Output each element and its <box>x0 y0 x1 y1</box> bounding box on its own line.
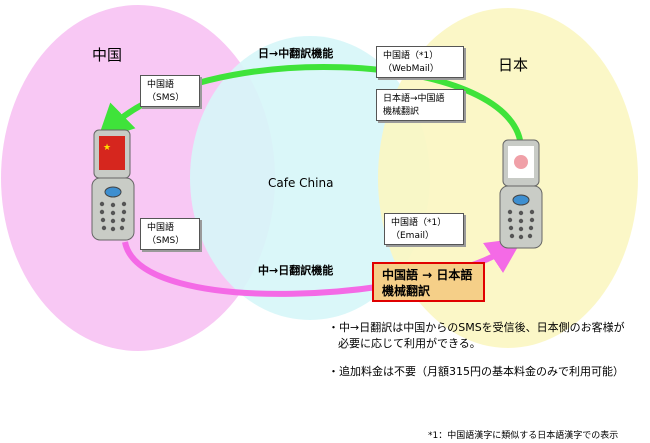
svg-text:★: ★ <box>103 143 111 153</box>
top-japan-box1-line1: 中国語（*1） <box>383 51 439 61</box>
china-phone-icon: ★ <box>91 129 135 241</box>
note-bullet1-line1: ・中→日翻訳は中国からのSMSを受信後、日本側のお客様が <box>328 321 625 334</box>
top-china-box-line2: （SMS） <box>147 93 185 103</box>
footnote: *1：中国語漢字に類似する日本語漢字での表示 <box>428 431 619 441</box>
top-japan-message-box: 中国語（*1） （WebMail） <box>376 46 464 78</box>
top-japan-box2-line1: 日本語→中国語 <box>383 94 445 104</box>
bottom-japan-box-line1: 中国語（*1） <box>391 218 447 228</box>
highlight-translation-box: 中国語 → 日本語 機械翻訳 <box>372 262 485 302</box>
top-japan-box2-line2: 機械翻訳 <box>383 107 420 117</box>
bottom-japan-message-box: 中国語（*1） （Email） <box>384 213 464 245</box>
highlight-box-line2: 機械翻訳 <box>382 284 431 298</box>
note-bullet1-line2: 必要に応じて利用ができる。 <box>338 337 481 350</box>
center-region-label: Cafe China <box>268 176 334 190</box>
top-china-box-line1: 中国語 <box>147 80 175 90</box>
top-japan-translation-box: 日本語→中国語 機械翻訳 <box>376 89 464 121</box>
note-bullet2: ・追加料金は不要（月額315円の基本料金のみで利用可能） <box>328 365 624 378</box>
top-china-message-box: 中国語 （SMS） <box>140 75 200 107</box>
bottom-china-box-line2: （SMS） <box>147 236 185 246</box>
china-region-circle <box>1 5 275 351</box>
bottom-china-box-line1: 中国語 <box>147 223 175 233</box>
japan-region-label: 日本 <box>498 56 529 74</box>
center-region-circle <box>190 36 430 320</box>
bottom-function-label: 中→日翻訳機能 <box>258 264 334 277</box>
bottom-china-message-box: 中国語 （SMS） <box>140 218 200 250</box>
china-region-label: 中国 <box>92 46 123 64</box>
highlight-box-line1: 中国語 → 日本語 <box>382 268 473 282</box>
bottom-japan-box-line2: （Email） <box>391 231 434 241</box>
japan-phone-icon <box>499 139 543 249</box>
top-japan-box1-line2: （WebMail） <box>383 64 439 74</box>
notes-block: ・中→日翻訳は中国からのSMSを受信後、日本側のお客様が 必要に応じて利用ができ… <box>328 320 625 380</box>
top-function-label: 日→中翻訳機能 <box>258 47 334 60</box>
